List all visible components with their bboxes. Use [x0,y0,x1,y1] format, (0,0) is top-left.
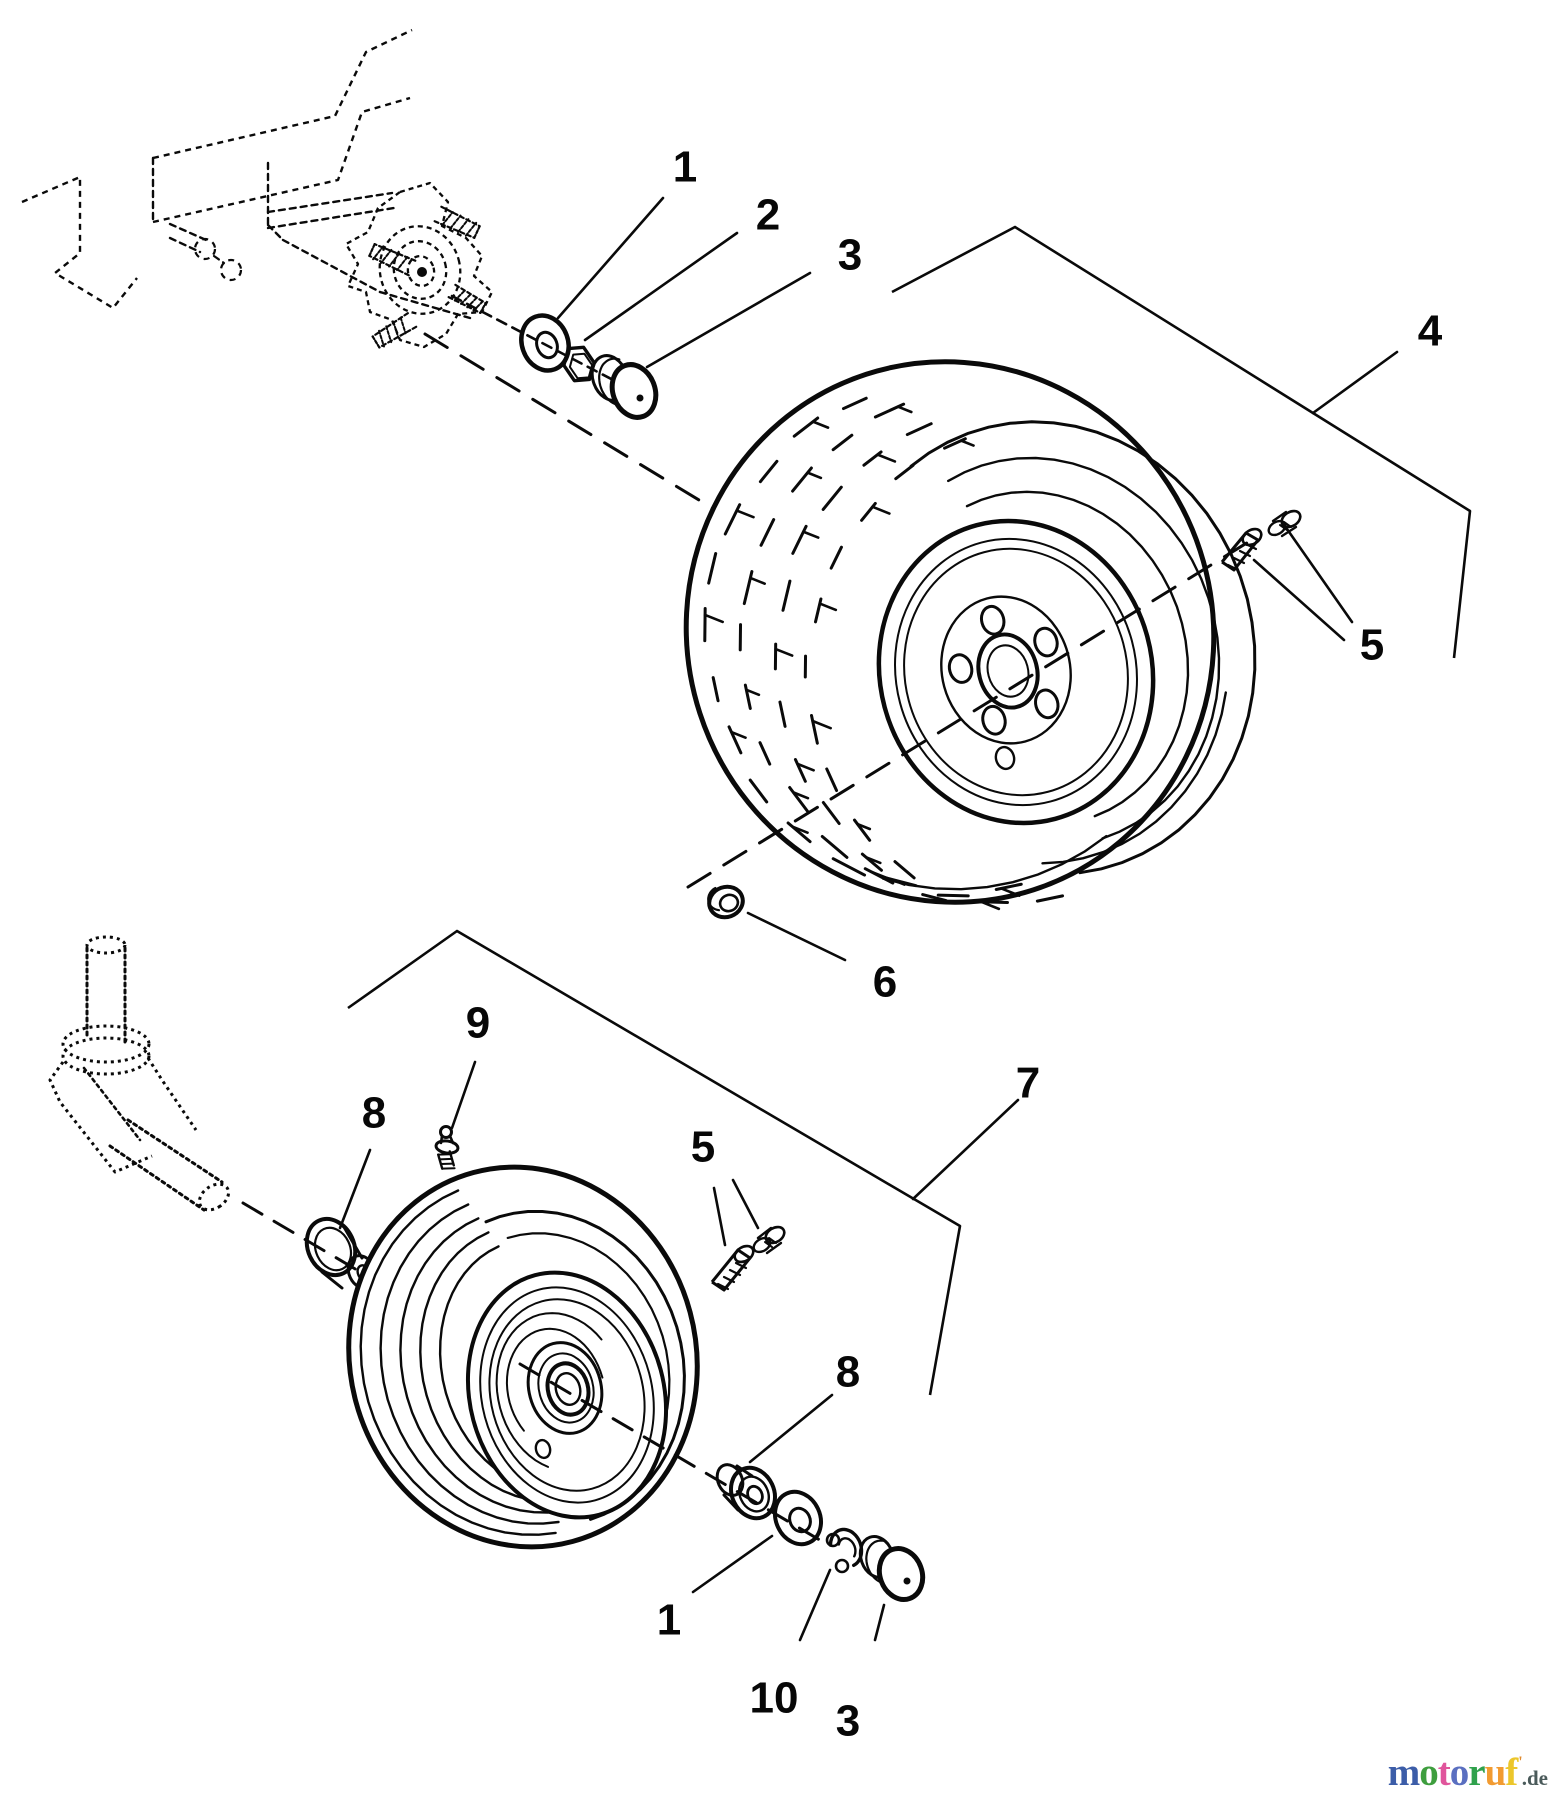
washer-part-1 [519,313,571,373]
logo-letter: u [1484,1751,1507,1794]
callout-label-washer-caster: 1 [657,1596,681,1645]
axle-centerline-short [450,294,642,396]
callout-label-retaining-ring: 10 [750,1674,799,1723]
callout-leader-lug-nut-0 [746,911,847,962]
logo-letter: t [1437,1751,1451,1794]
chassis-frame-hidden-lines [21,28,472,320]
callout-label-valve-stem-caster: 5 [691,1123,715,1172]
callout-leader-bushing-caster-0 [338,1148,372,1230]
callout-leader-washer-caster-0 [691,1534,774,1594]
caster-wheel-and-tire-part-7 [346,1164,700,1550]
logo-letter: o [1449,1751,1469,1794]
callout-leader-valve-stem-caster-0 [712,1186,727,1247]
callout-leader-rear-wheel-0 [1311,350,1399,415]
logo-letter: o [1419,1751,1438,1794]
callout-leader-hub-cap-caster-0 [873,1603,886,1642]
valve-stem-part-5-caster [710,1225,786,1292]
caster-fork-hidden-lines [48,935,231,1212]
callout-leader-valve-stem-rear-1 [1252,558,1346,642]
callout-label-bearing-caster: 8 [836,1348,860,1397]
valve-stem-part-5-rear [1220,509,1302,572]
washer-part-1-caster [773,1489,823,1547]
callout-leader-grease-fitting-0 [450,1060,477,1130]
logo-letter: f [1505,1751,1518,1794]
hub-cap-part-3 [590,354,659,420]
callout-leader-hub-cap-rear-0 [645,271,812,369]
logo-tick: ' [1518,1754,1523,1771]
callout-leader-retaining-ring-0 [798,1568,832,1642]
callout-label-valve-stem-rear: 5 [1360,621,1384,670]
logo-letter: r [1468,1751,1485,1794]
lug-nut-part-6 [707,884,745,920]
callout-label-washer-rear: 1 [673,143,697,192]
rear-wheel-and-tire-part-4 [683,359,1257,911]
logo-letter: m [1387,1751,1420,1794]
callout-leader-valve-stem-caster-1 [731,1178,760,1230]
grease-fitting-part-9 [434,1125,460,1170]
callout-leader-hex-nut-0 [583,231,739,342]
callout-label-hex-nut: 2 [756,191,780,240]
flanged-bearing-part-8-caster [715,1463,777,1521]
callout-label-rear-wheel: 4 [1418,307,1443,356]
rear-axle-hub-hidden-lines [344,181,494,349]
logo-suffix: .de [1521,1766,1548,1790]
callout-leader-valve-stem-rear-0 [1285,527,1354,624]
callout-leader-caster-wheel-0 [911,1098,1020,1201]
slotted-hex-nut-part-2 [562,345,596,383]
callout-layer: 1 2 3 4 5 6 7 9 8 5 8 1 10 3 [338,143,1472,1746]
callout-label-hub-cap-rear: 3 [838,231,862,280]
callout-bracket-rear-wheel [891,225,1472,659]
callout-label-grease-fitting: 9 [466,999,490,1048]
motoruf-logo[interactable]: motoruf'.de [1388,1753,1548,1792]
callout-label-hub-cap-caster: 3 [836,1697,860,1746]
callout-label-bushing-caster: 8 [362,1089,386,1138]
callout-label-caster-wheel: 7 [1016,1059,1040,1108]
hub-cap-part-3-caster [858,1535,926,1602]
callout-label-lug-nut: 6 [873,958,897,1007]
valve-stem-centerline [686,539,1252,889]
callout-bracket-caster-wheel [347,929,962,1396]
callout-leader-washer-rear-0 [556,196,665,320]
caster-axle-centerline-right [518,1362,832,1548]
retaining-ring-part-10 [825,1527,864,1574]
callout-leader-bearing-caster-0 [748,1393,834,1464]
